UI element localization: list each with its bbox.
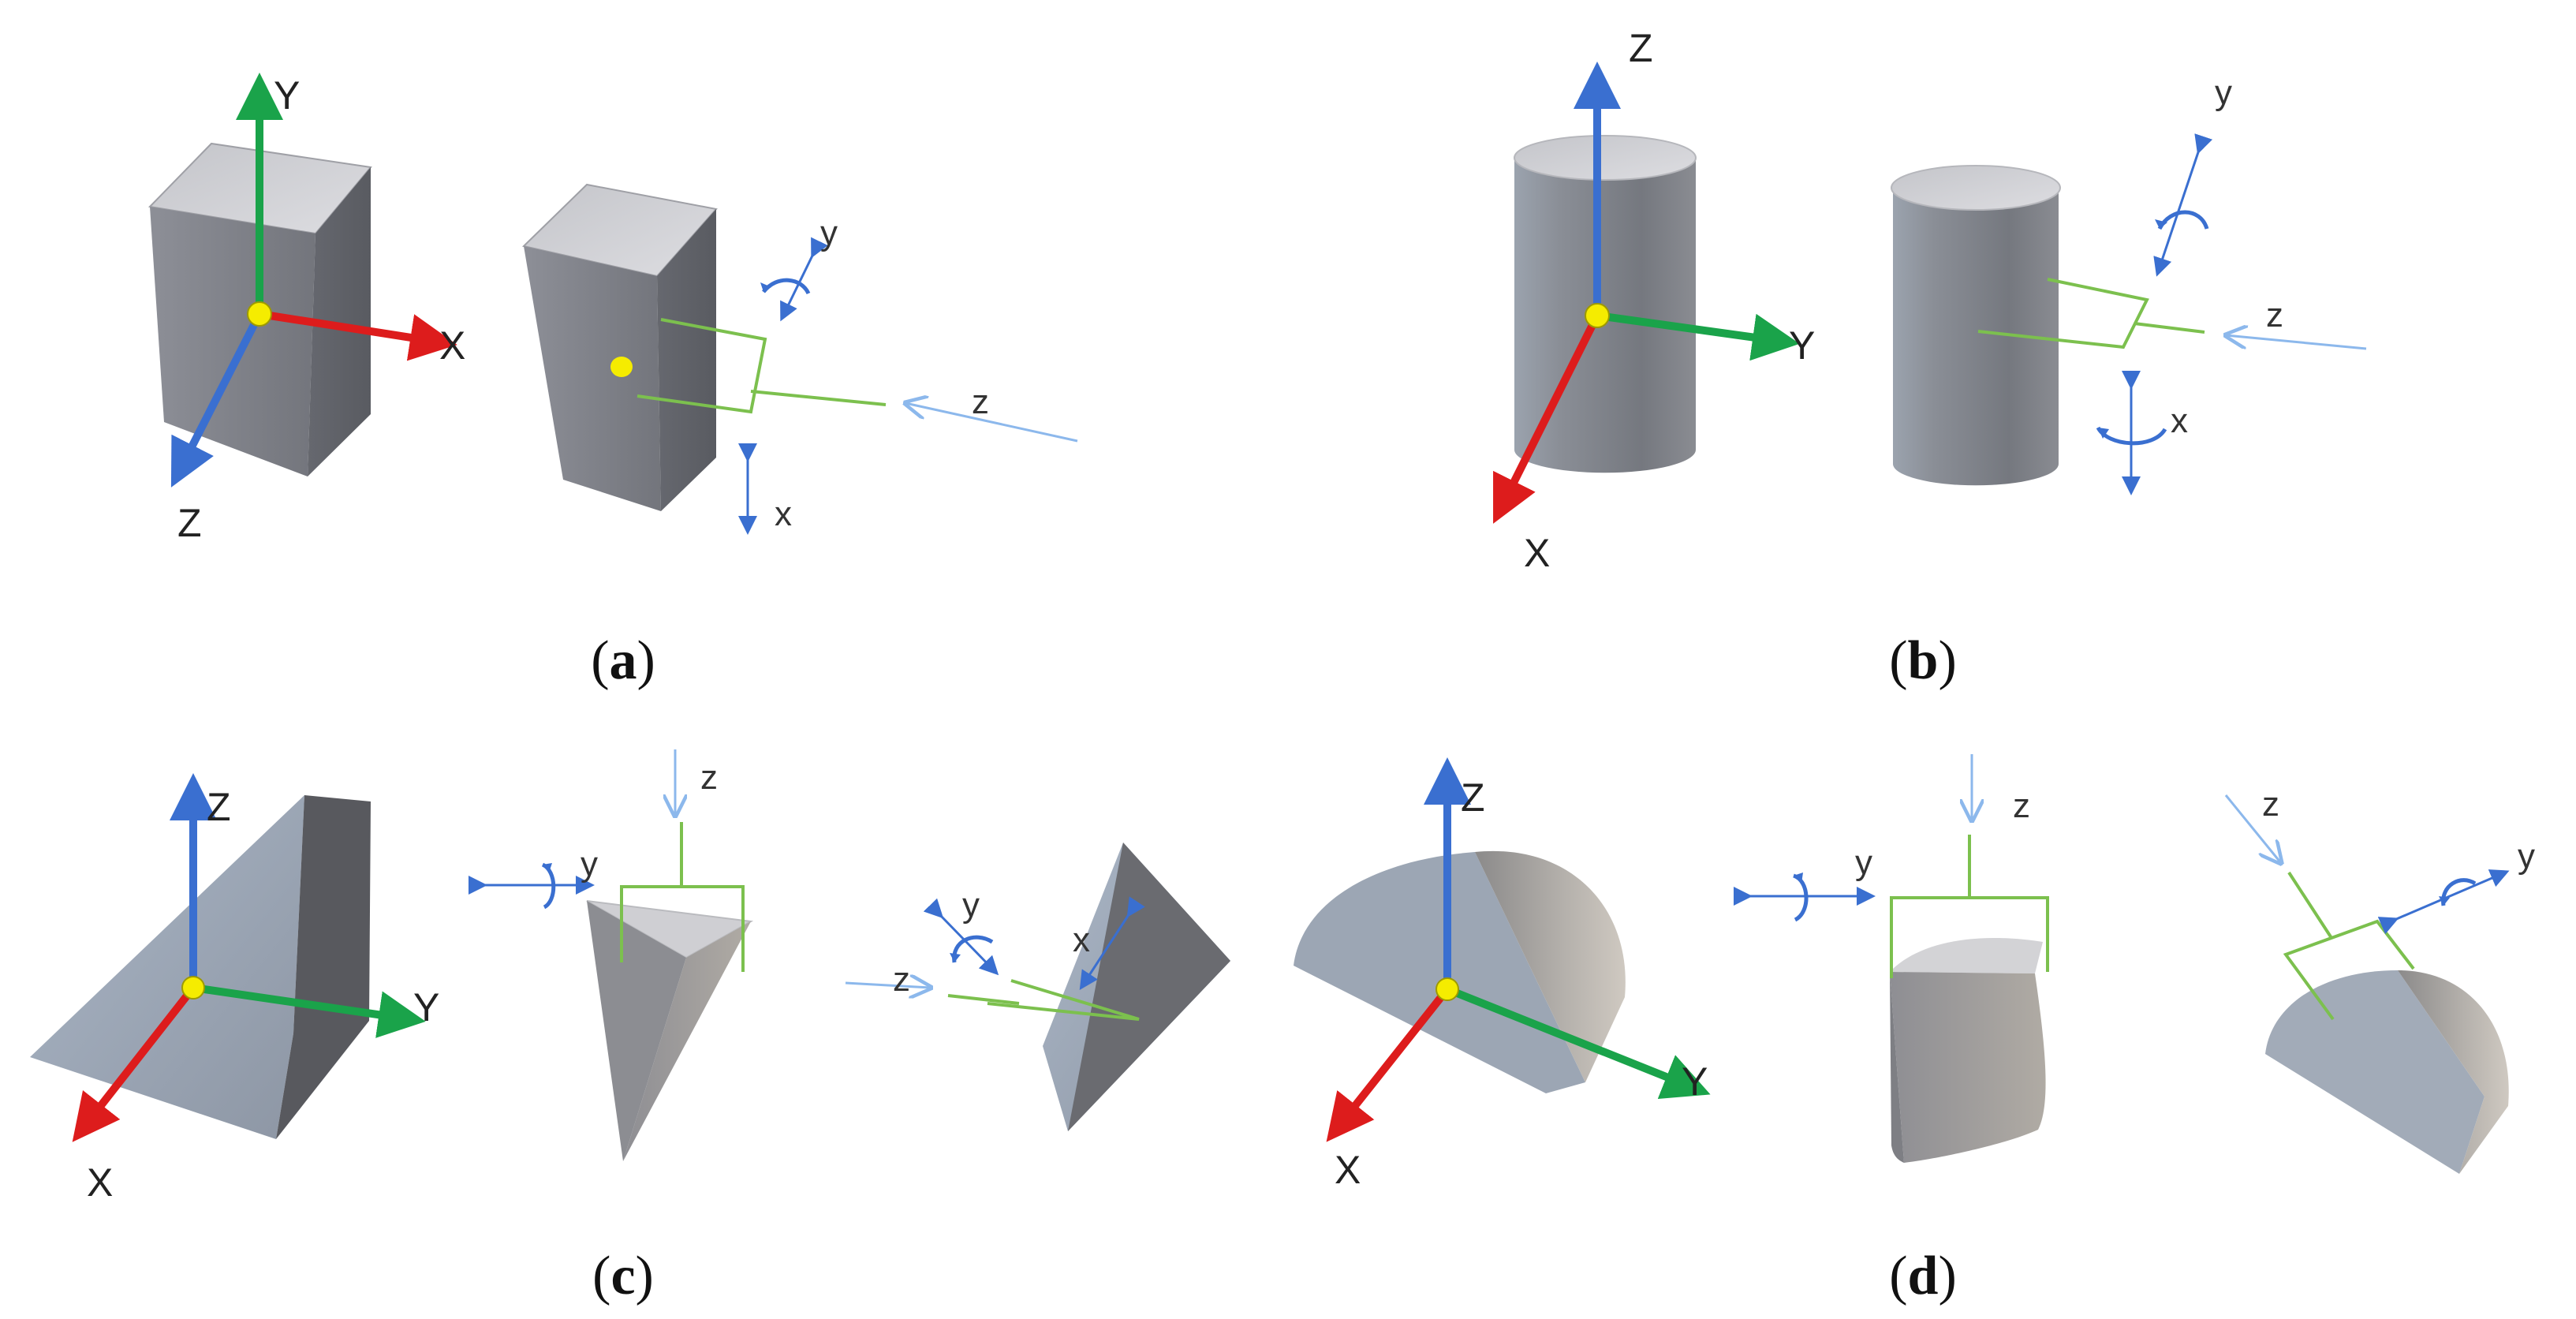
x-axis-label: X [439,323,465,368]
local-y-label: y [581,845,598,884]
caption-a: (a) [591,630,655,691]
local-x-label: x [2171,402,2188,440]
quarter-cylinder [1890,937,2046,1163]
caption-d: (d) [1889,1246,1957,1306]
origin-point [247,301,272,327]
y-axis-arrow [192,984,426,1038]
box-solid [147,142,372,476]
rotation-arrowhead-icon [2098,428,2109,439]
gripper-symbol [2283,871,2415,1021]
half-cylinder-solid [1294,850,1626,1093]
half-cylinder-tilted [2265,970,2509,1174]
rotation-arrow-icon [1792,873,1809,922]
approach-arrow [905,403,1078,443]
y-axis-label: Y [1682,1059,1708,1104]
origin-point [1585,303,1610,328]
approach-z-label: z [2013,787,2030,825]
y-translation-arrow [923,898,999,976]
triangular-prism [586,900,754,1161]
wedge-rotated [1043,843,1230,1131]
panel-d-grasp-frame-1: z y [1734,754,2049,1163]
rotation-arrowhead-icon [1794,872,1803,884]
gripper-symbol [637,318,887,414]
x-axis-label: X [1335,1148,1361,1192]
local-y-label: y [1855,843,1872,882]
gripper-symbol [1977,278,2205,349]
origin-point [1435,977,1459,1001]
panel-b-world-frame: Z Y X [1493,26,1815,575]
panel-b: Z Y X z y x (b) [1493,26,2367,691]
y-axis-arrow [1596,312,1800,361]
local-y-label: y [2518,837,2535,876]
x-translation-arrow [1079,896,1145,991]
approach-arrow [2224,794,2281,863]
panel-c: Z Y X z y [30,749,1230,1306]
caption-b: (b) [1889,630,1957,691]
x-axis-arrow [1493,313,1601,524]
y-translation-arrow [2377,869,2510,935]
rotation-arrowhead-icon [2155,219,2167,229]
origin-point [181,976,205,1000]
z-axis-arrow [170,312,263,488]
z-axis-label: Z [1461,775,1485,820]
wedge-solid [30,795,371,1139]
z-axis-label: Z [1629,26,1653,70]
rotation-arrowhead-icon [2439,896,2450,906]
approach-z-label: z [700,758,718,797]
y-axis-label: Y [274,73,300,118]
z-axis-label: Z [207,785,231,829]
panel-c-grasp-frame-2: z y x [845,843,1230,1131]
approach-z-label: z [2266,296,2283,334]
local-y-label: y [2215,73,2232,112]
approach-arrow [845,983,931,988]
panel-c-grasp-frame-1: z y [469,749,754,1161]
local-y-label: y [962,886,980,925]
local-y-label: y [820,214,838,252]
y-axis-arrow [1446,985,1711,1099]
y-translation-arrow [780,237,828,322]
z-axis-label: Z [177,501,202,545]
panel-a-grasp-frame: z y x [521,183,1078,535]
rotation-arrow-icon [2157,210,2209,230]
approach-z-label: z [893,960,910,999]
box-solid [521,183,718,511]
rotation-arrowhead-icon [950,953,961,962]
panel-a-world-frame: Y X Z [147,73,465,545]
x-axis-arrow [259,310,457,361]
panel-c-world-frame: Z Y X [30,773,439,1205]
gripper-symbol [1890,835,2049,978]
approach-z-label: z [972,383,989,421]
x-axis-arrow [1326,986,1450,1142]
panel-d-world-frame: Z Y X [1294,757,1711,1192]
panel-a: Y X Z z y x (a) [147,73,1078,691]
panel-b-grasp-frame: z y x [1891,73,2367,495]
gripper-symbol [620,822,745,972]
x-axis-label: X [87,1160,113,1205]
caption-c: (c) [592,1246,654,1306]
x-axis-arrow [72,985,196,1142]
cylinder-solid [1891,165,2061,486]
panel-d: Z Y X z y [1294,754,2535,1306]
gripper-symbol [947,979,1140,1021]
rotation-arrowhead-icon [543,863,552,872]
rotation-arrowhead-icon [760,282,771,292]
grasp-point [610,357,633,377]
y-axis-label: Y [413,985,439,1029]
local-x-label: x [775,495,792,533]
approach-z-label: z [2262,785,2279,824]
x-axis-label: X [1524,531,1550,575]
approach-arrow [2226,335,2367,350]
local-x-label: x [1073,921,1090,959]
panel-d-grasp-frame-2: z y [2224,785,2535,1174]
y-axis-label: Y [1789,323,1815,368]
